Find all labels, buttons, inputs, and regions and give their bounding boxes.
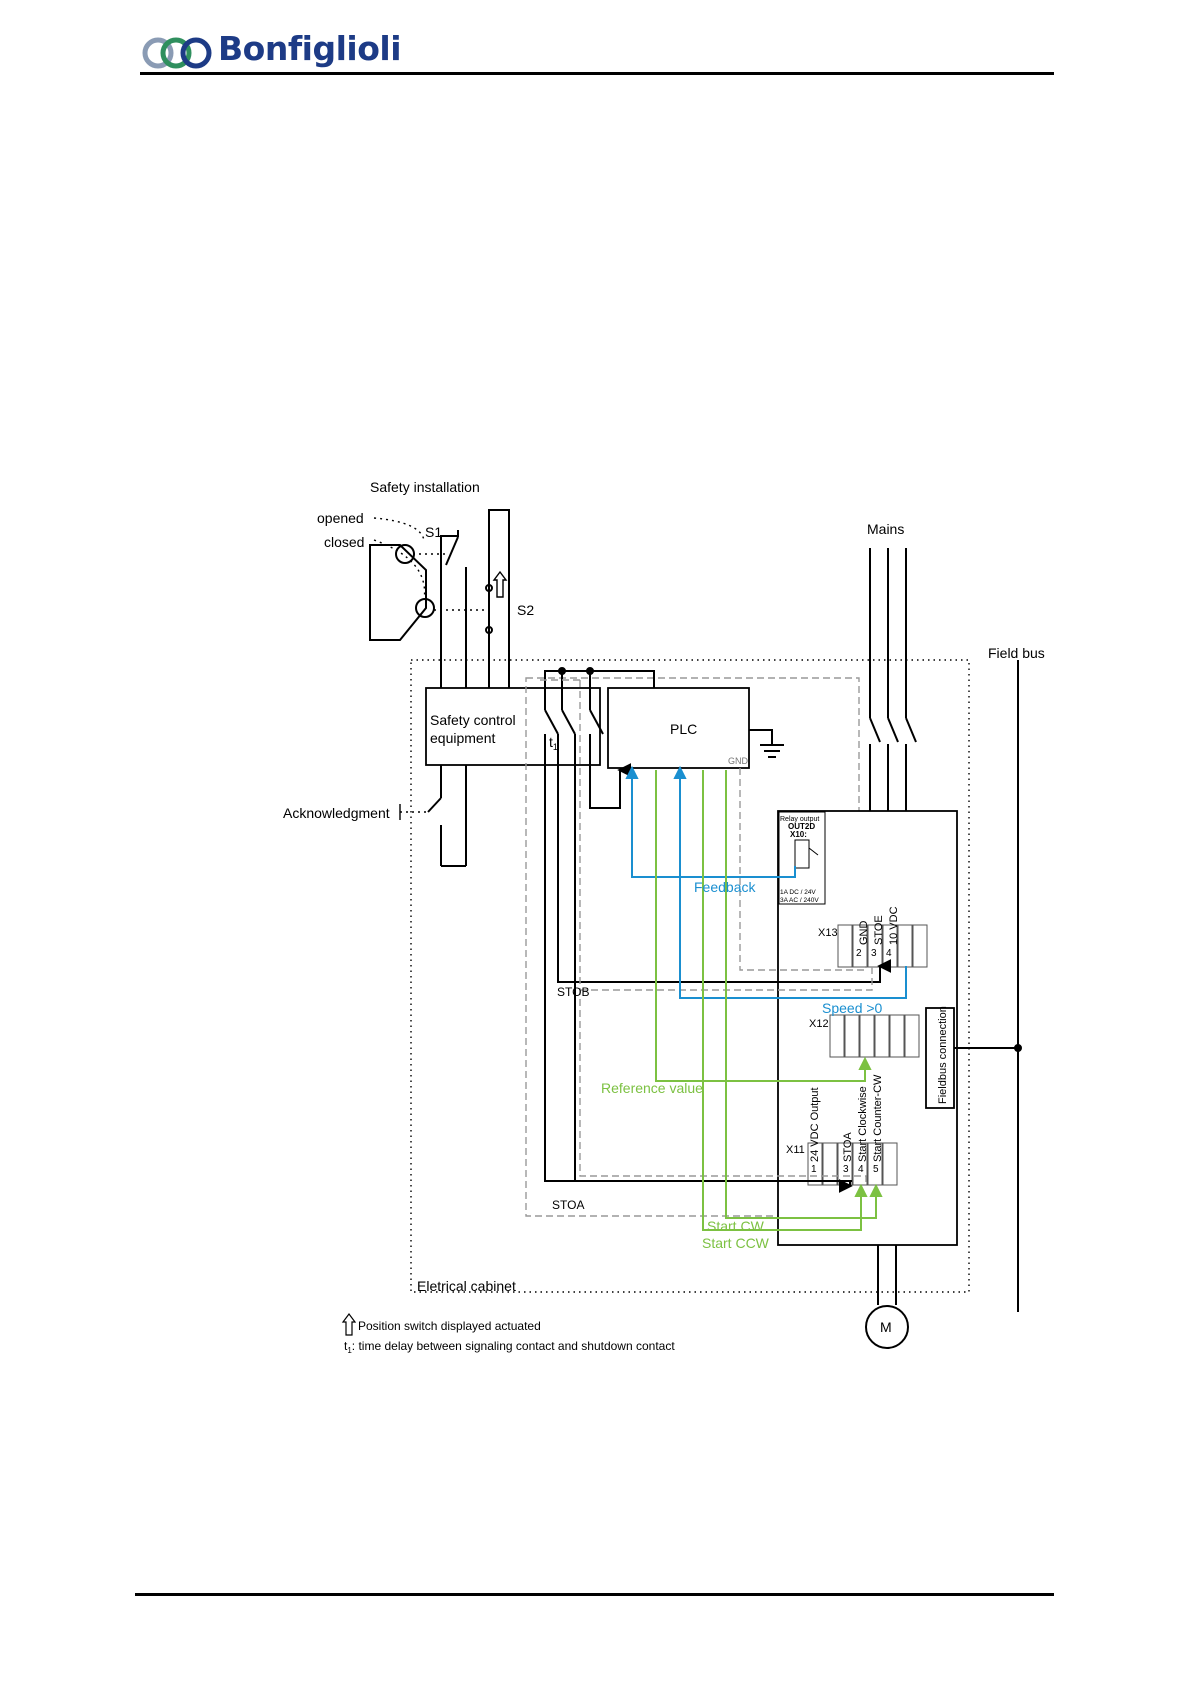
ground-icon (749, 729, 784, 758)
bonfiglioli-logo-icon (142, 37, 212, 69)
label-fieldbus-connection: Fieldbus connection (937, 1006, 949, 1104)
blue-wires (625, 765, 907, 999)
footer-rule (135, 1593, 1054, 1596)
label-closed: closed (324, 534, 364, 550)
label-x11: X11 (786, 1144, 805, 1156)
label-out2d: OUT2D (788, 822, 815, 831)
fieldbus-connection-box (925, 1007, 955, 1109)
label-stoa: STOA (552, 1198, 584, 1212)
header-rule (140, 72, 1054, 75)
label-x11-pin3: 3 (843, 1164, 849, 1175)
label-opened: opened (317, 510, 364, 526)
label-x11-start-ccw: Start Counter-CW (872, 1074, 884, 1162)
relay-dashed-box (525, 677, 860, 1217)
label-stob: STOB (557, 985, 589, 999)
x13-terminal-block (837, 924, 928, 968)
label-field-bus: Field bus (988, 645, 1045, 661)
label-safety-control-2: equipment (430, 730, 495, 746)
label-safety-installation: Safety installation (370, 479, 480, 495)
label-x13-pin4: 4 (886, 948, 892, 959)
label-speed: Speed >0 (822, 1000, 883, 1016)
label-start-cw: Start CW (707, 1218, 765, 1234)
label-mains: Mains (867, 521, 904, 537)
label-x11-stoa: STOA (842, 1132, 854, 1162)
safety-installation (369, 509, 510, 688)
label-motor: M (880, 1319, 892, 1335)
position-switch-arrow-icon (341, 1313, 357, 1336)
label-start-ccw: Start CCW (702, 1235, 770, 1251)
cabinet-border (410, 659, 970, 1293)
brand-name: Bonfiglioli (218, 29, 402, 68)
label-x10: X10: (790, 830, 807, 839)
label-x11-pin1: 1 (811, 1164, 817, 1175)
x12-terminal-block (829, 1014, 920, 1058)
green-wires (655, 770, 883, 1231)
page-header: Bonfiglioli (0, 0, 1190, 80)
label-s1: S1 (425, 524, 442, 540)
label-x13-gnd: GND (858, 921, 870, 946)
label-s2: S2 (517, 602, 534, 618)
label-x11-pin5: 5 (873, 1164, 879, 1175)
legend-time-delay: t1: time delay between signaling contact… (344, 1339, 675, 1355)
motor-symbol (865, 1245, 909, 1349)
label-plc: PLC (670, 721, 697, 737)
label-x12: X12 (809, 1018, 829, 1030)
label-safety-control-1: Safety control (430, 712, 516, 728)
plc-box (607, 687, 750, 769)
label-acknowledgment: Acknowledgment (283, 805, 390, 821)
label-cabinet: Eletrical cabinet (417, 1278, 516, 1294)
label-reference-value: Reference value (601, 1080, 703, 1096)
relay-x10-contact (808, 847, 819, 856)
fieldbus-line (953, 660, 1022, 1312)
relay-x10-box (778, 811, 826, 905)
label-feedback: Feedback (694, 879, 756, 895)
legend-position-switch: Position switch displayed actuated (358, 1319, 541, 1333)
dashed-wires (579, 680, 873, 1185)
label-x13-10vdc: 10 VDC (888, 906, 900, 945)
relay-x10-terminal (794, 839, 810, 869)
acknowledgment-switch (399, 765, 467, 867)
label-relay-rating-2: 3A AC / 240V (780, 897, 819, 904)
label-x11-pin4: 4 (858, 1164, 864, 1175)
label-relay-rating-1: 1A DC / 24V (780, 889, 816, 896)
label-relay-output: Relay output (780, 816, 819, 823)
label-x13: X13 (818, 927, 838, 939)
x11-terminal-block (807, 1142, 898, 1186)
label-t1: t1 (549, 734, 558, 752)
label-gnd-small: GND (728, 756, 749, 766)
black-wires (544, 734, 892, 1193)
mains-lines (869, 548, 917, 811)
label-x11-start-cw: Start Clockwise (857, 1086, 869, 1162)
label-x13-pin2: 2 (856, 948, 862, 959)
label-x11-24vdc: 24 VDC Output (809, 1087, 821, 1162)
label-x13-pin3: 3 (871, 948, 877, 959)
label-x13-stoe: STOE (873, 915, 885, 945)
